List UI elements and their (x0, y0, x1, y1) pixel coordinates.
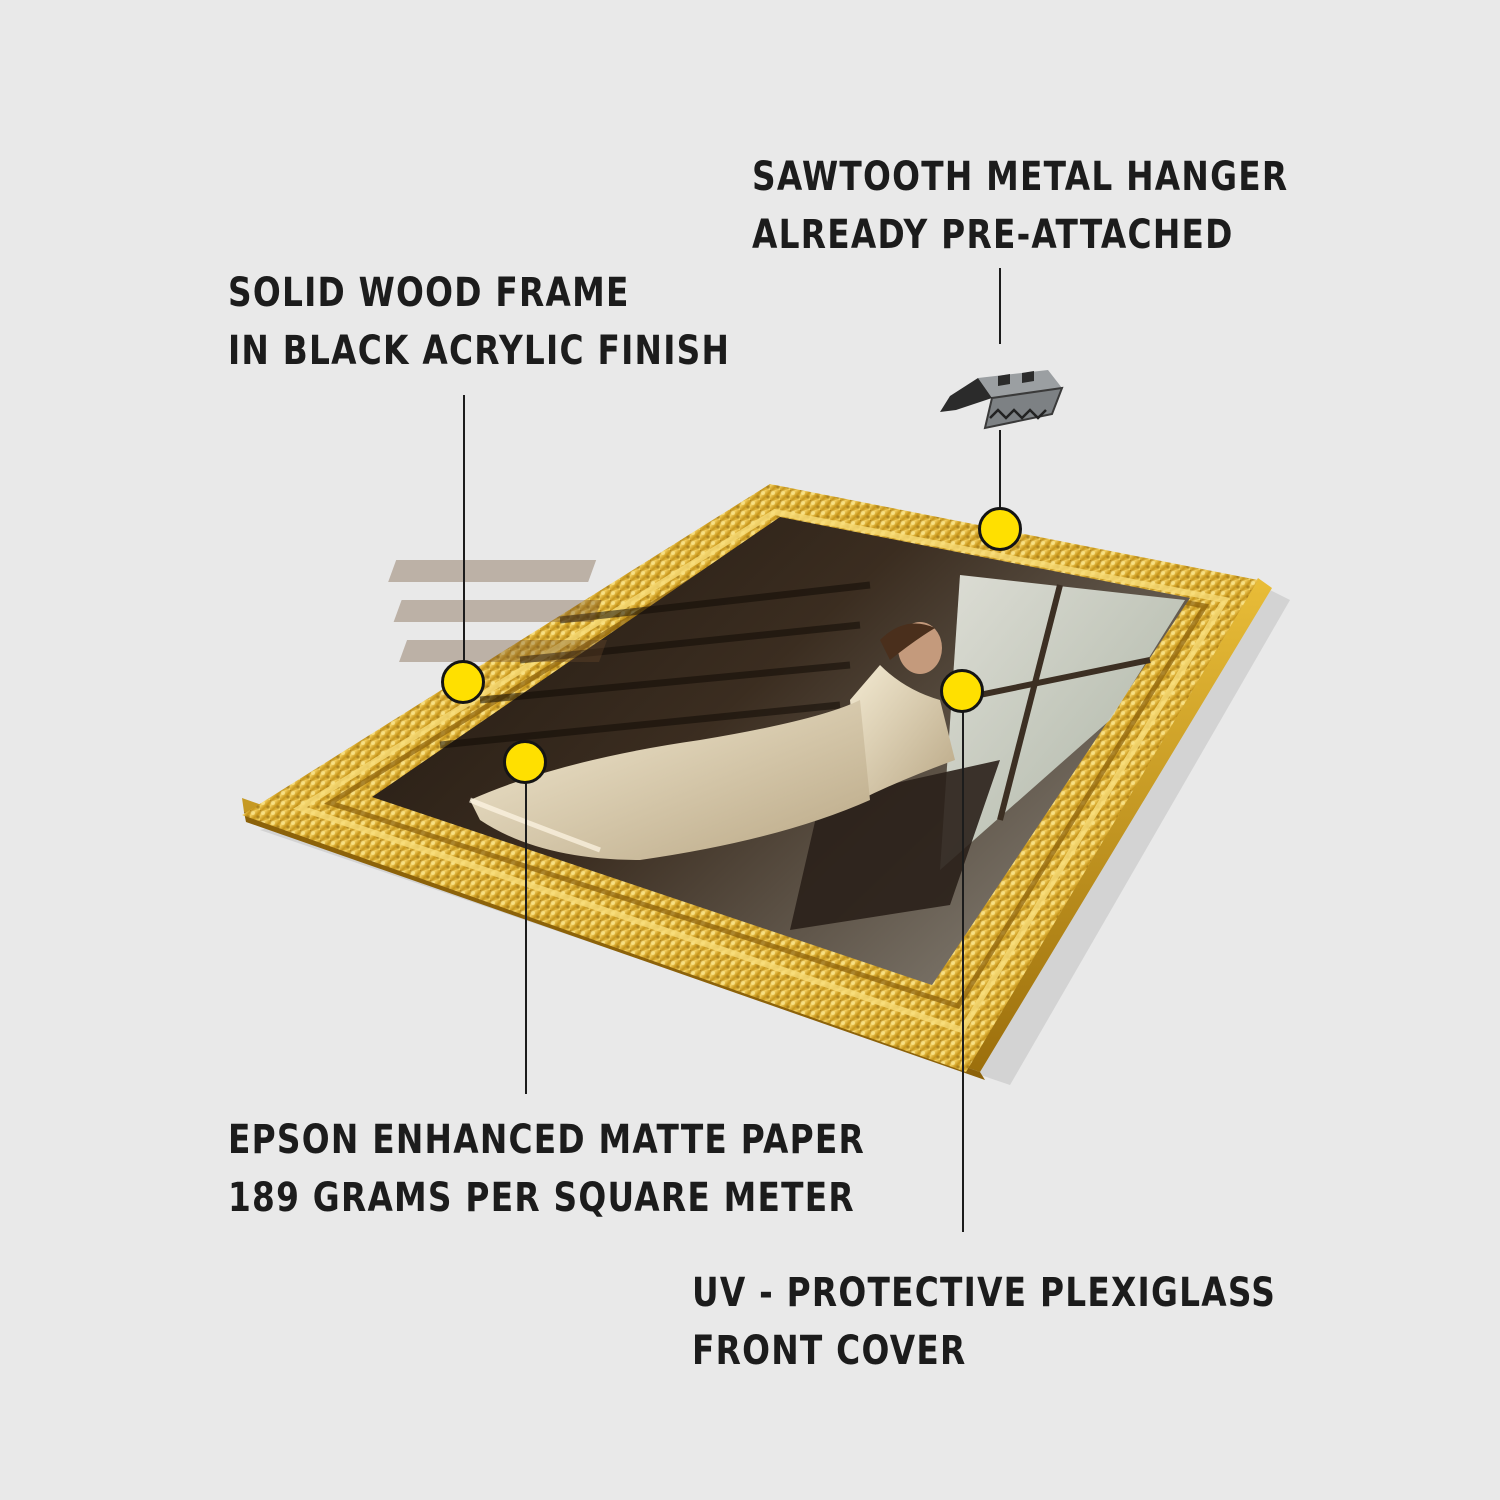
paper-leader-line (525, 782, 527, 1094)
cover-callout: UV - PROTECTIVE PLEXIGLASS FRONT COVER (692, 1264, 1276, 1380)
cover-leader-line (962, 712, 964, 1232)
hanger-leader-line-lower (999, 430, 1001, 508)
paper-callout: EPSON ENHANCED MATTE PAPER 189 GRAMS PER… (228, 1111, 865, 1227)
hanger-leader-line (999, 268, 1001, 344)
paper-marker (503, 740, 547, 784)
hanger-callout-line2: ALREADY PRE-ATTACHED (752, 212, 1234, 258)
frame-leader-line (463, 395, 465, 661)
hanger-callout: SAWTOOTH METAL HANGER ALREADY PRE-ATTACH… (752, 148, 1288, 264)
cover-marker (940, 669, 984, 713)
sawtooth-hanger-icon (940, 370, 1064, 430)
frame-callout-line1: SOLID WOOD FRAME (228, 270, 630, 316)
paper-callout-line1: EPSON ENHANCED MATTE PAPER (228, 1117, 865, 1163)
frame-callout-line2: IN BLACK ACRYLIC FINISH (228, 328, 731, 374)
frame-marker (441, 660, 485, 704)
cover-callout-line2: FRONT COVER (692, 1328, 967, 1374)
paper-callout-line2: 189 GRAMS PER SQUARE METER (228, 1175, 855, 1221)
hanger-marker (978, 507, 1022, 551)
hanger-callout-line1: SAWTOOTH METAL HANGER (752, 154, 1289, 200)
cover-callout-line1: UV - PROTECTIVE PLEXIGLASS (692, 1270, 1277, 1316)
frame-callout: SOLID WOOD FRAME IN BLACK ACRYLIC FINISH (228, 264, 730, 380)
